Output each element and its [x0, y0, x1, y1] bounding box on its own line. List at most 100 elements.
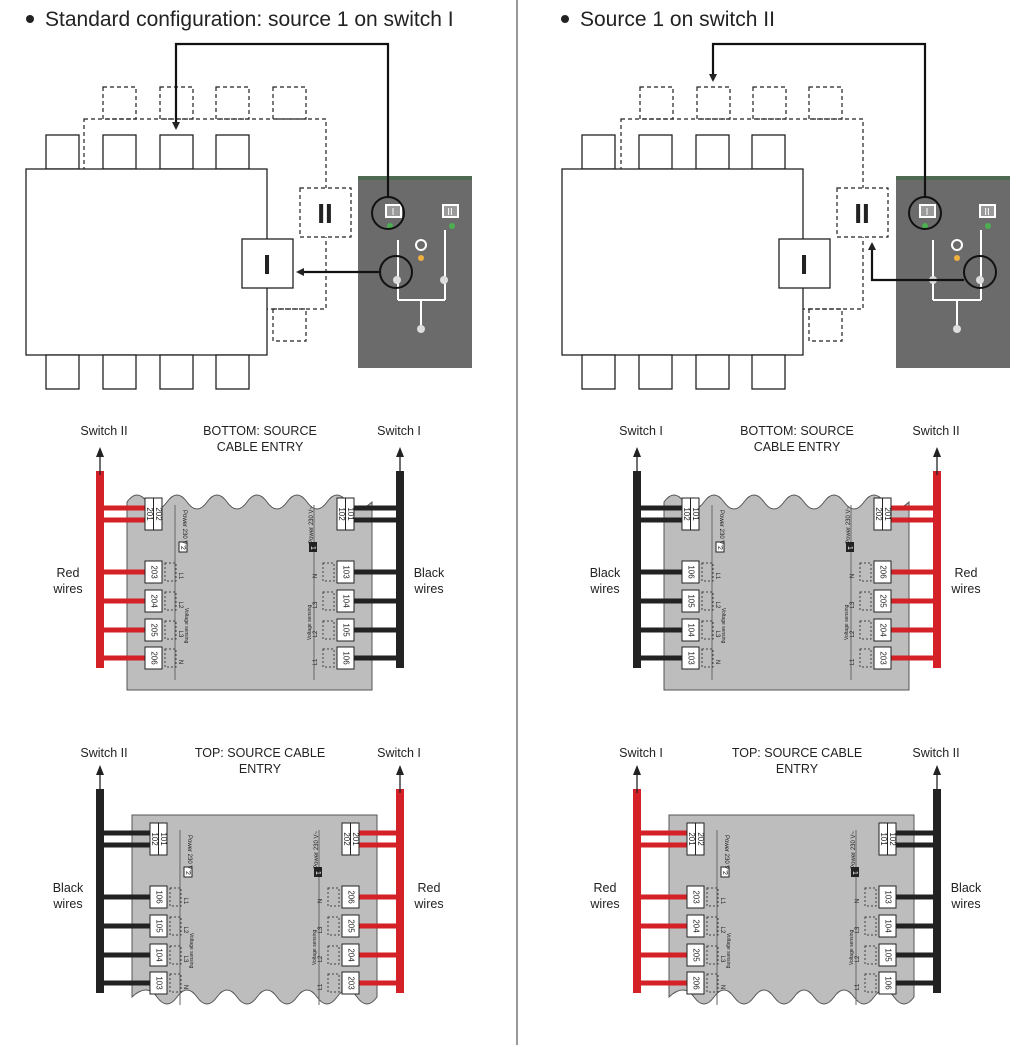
wire-label-right: wires: [950, 582, 980, 596]
terminal-slot: [701, 591, 714, 611]
terminal-label: 204: [691, 919, 700, 933]
right-switch-diagram: II I I II: [561, 42, 1010, 390]
terminal-slot: [169, 945, 182, 965]
terminal: [681, 618, 700, 642]
phase-label: L3: [855, 926, 861, 933]
terminal-label: 203: [878, 651, 887, 665]
voltage-label-left: Voltage sensing: [725, 933, 731, 969]
phase-label: L1: [850, 658, 856, 665]
voltage-label-left: Voltage sensing: [720, 608, 726, 644]
wire-label-right: wires: [413, 582, 443, 596]
terminal-label: 101: [346, 507, 355, 521]
number-badge-label: 2: [179, 546, 186, 550]
terminal-slot: [701, 620, 714, 640]
terminal-label: 102: [337, 507, 346, 521]
terminal: [686, 943, 705, 967]
left-switch-diagram: II I I II: [25, 42, 472, 390]
svg-text:II: II: [447, 207, 453, 218]
terminal-label: 203: [691, 890, 700, 904]
power-label-right: Power 230 V~: [314, 831, 320, 869]
terminal-slot: [327, 887, 340, 907]
arrow-up-icon: [933, 765, 941, 775]
phase-label: L2: [182, 927, 188, 934]
switch-label-left: Switch II: [80, 424, 127, 438]
arrow-up-icon: [96, 447, 104, 457]
terminal-label: 203: [346, 976, 355, 990]
switch-label-left: Switch I: [619, 746, 663, 760]
voltage-label-right: Voltage sensing: [312, 929, 318, 965]
terminal-label: 103: [686, 651, 695, 665]
terminal-slot: [706, 916, 719, 936]
phase-label: L2: [714, 602, 720, 609]
terminal-label: 203: [149, 565, 158, 579]
terminal-slot: [864, 945, 877, 965]
terminal-label: 202: [342, 832, 351, 846]
switch-II-box: [836, 187, 889, 238]
power-label-right: Power 230 V~: [309, 506, 315, 544]
phase-label: L3: [182, 956, 188, 963]
terminal-label: 204: [346, 948, 355, 962]
phase-label: L2: [318, 955, 324, 962]
terminal-slot: [322, 562, 335, 582]
terminal: [686, 914, 705, 938]
terminal: [149, 971, 168, 995]
terminal-label: 104: [686, 623, 695, 637]
phase-label: L3: [313, 601, 319, 608]
terminal-label: 201: [687, 832, 696, 846]
terminal-label: 106: [154, 890, 163, 904]
terminal: [149, 885, 168, 909]
arrow-up-icon: [633, 447, 641, 457]
terminal-label: 105: [883, 948, 892, 962]
arrow-up-icon: [96, 765, 104, 775]
terminal-label: 202: [696, 832, 705, 846]
terminal-slot: [169, 973, 182, 993]
voltage-label-right: Voltage sensing: [844, 604, 850, 640]
number-badge: [314, 867, 322, 877]
switch-II-label: II: [854, 198, 870, 229]
terminal: [878, 943, 897, 967]
terminal-slot: [864, 916, 877, 936]
terminal-label: 104: [154, 948, 163, 962]
switch-label-right: Switch II: [912, 424, 959, 438]
terminal: [336, 589, 355, 613]
terminal: [686, 971, 705, 995]
wire-label-right: Red: [955, 566, 978, 580]
phase-label: N: [318, 899, 324, 903]
number-badge-label: 2: [721, 871, 728, 875]
power-label-left: Power 230 V~: [723, 835, 729, 873]
terminal-label: 206: [691, 976, 700, 990]
terminal-label: 106: [883, 976, 892, 990]
phase-label: L2: [177, 602, 183, 609]
terminal-slot: [327, 916, 340, 936]
terminal-label: 103: [883, 890, 892, 904]
terminal-label: 206: [346, 890, 355, 904]
bullet-icon: [26, 15, 34, 23]
entry-title: BOTTOM: SOURCE: [740, 424, 854, 438]
phase-label: L2: [719, 927, 725, 934]
switch-II-label: II: [317, 198, 333, 229]
switch-I-label: I: [263, 249, 271, 280]
terminal-label: 205: [691, 948, 700, 962]
wire-label-left: Black: [590, 566, 621, 580]
wire-label-left: wires: [52, 582, 82, 596]
voltage-label-right: Voltage sensing: [307, 604, 313, 640]
voltage-label-right: Voltage sensing: [849, 929, 855, 965]
terminal: [681, 589, 700, 613]
terminal: [341, 943, 360, 967]
phase-label: L3: [850, 601, 856, 608]
wire-label-left: wires: [52, 897, 82, 911]
terminal-label: 205: [346, 919, 355, 933]
terminal-block: [131, 814, 378, 1005]
entry-title: CABLE ENTRY: [217, 440, 304, 454]
phase-label: L3: [719, 956, 725, 963]
number-badge: [715, 541, 725, 553]
number-badge: [183, 866, 193, 878]
terminal: [681, 560, 700, 584]
entry-title: TOP: SOURCE CABLE: [195, 746, 325, 760]
terminal-slot: [322, 591, 335, 611]
terminal: [144, 560, 163, 584]
phase-label: L1: [177, 573, 183, 580]
